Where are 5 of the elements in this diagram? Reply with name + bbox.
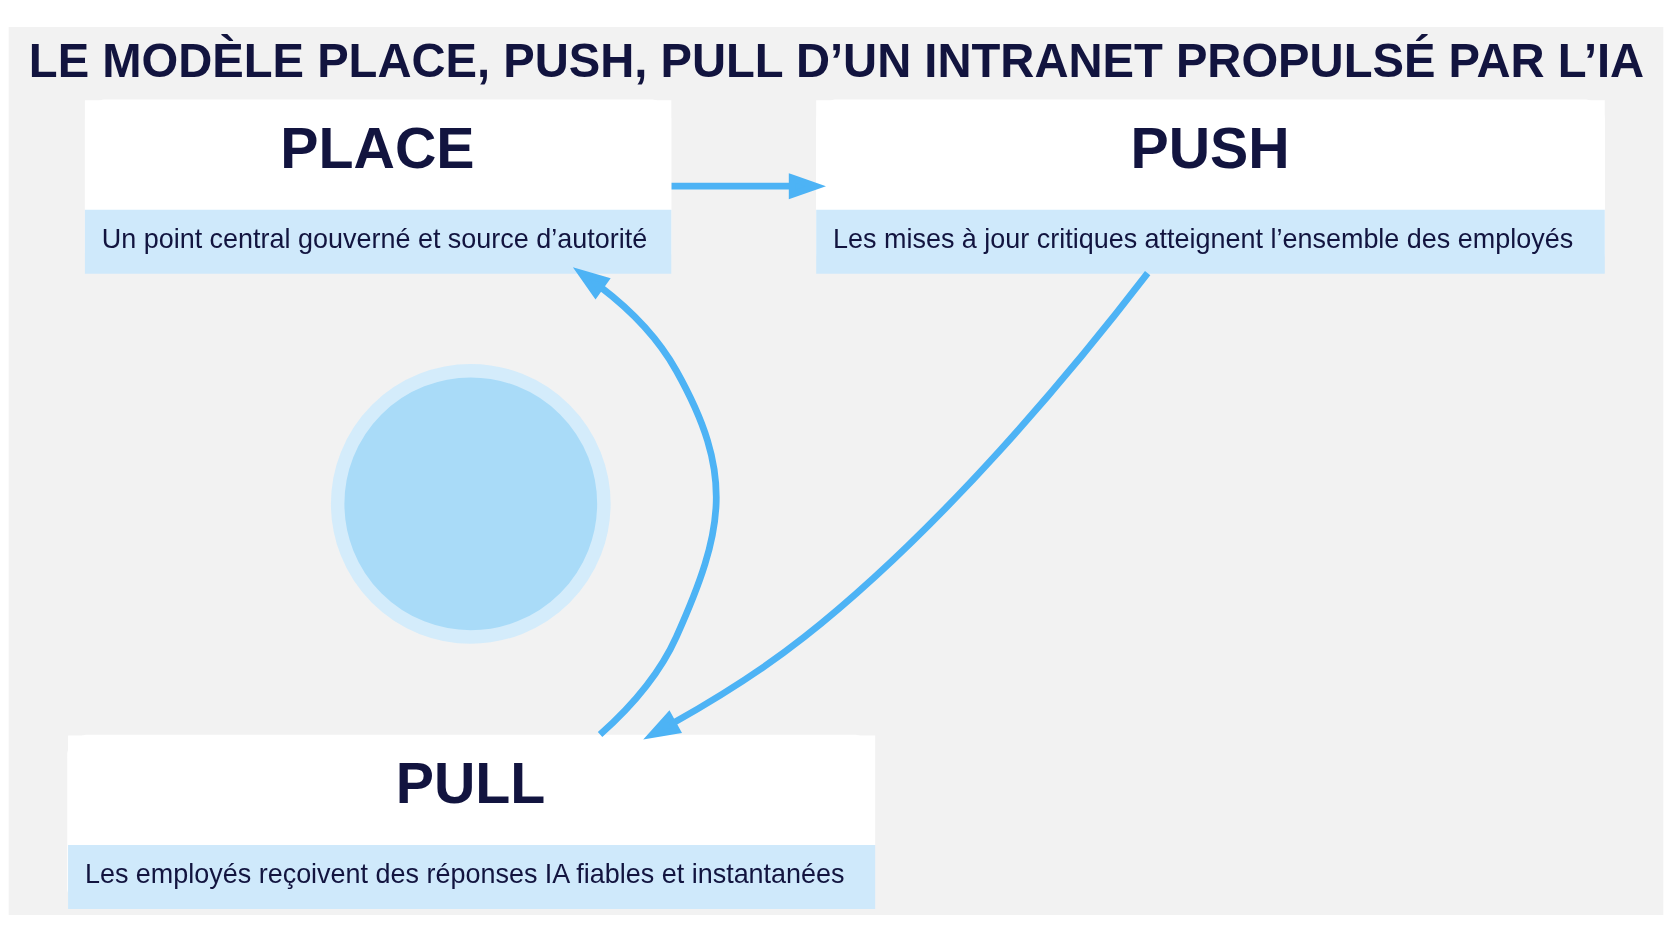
node-circle: [330, 363, 611, 644]
diagram-title: LE MODÈLE PLACE, PUSH, PULL D’UN INTRANET PROPULSÉ PAR L’IA: [28, 33, 1645, 87]
arrow: [671, 172, 826, 199]
arrow: [572, 266, 720, 737]
arrow: [643, 270, 1151, 740]
